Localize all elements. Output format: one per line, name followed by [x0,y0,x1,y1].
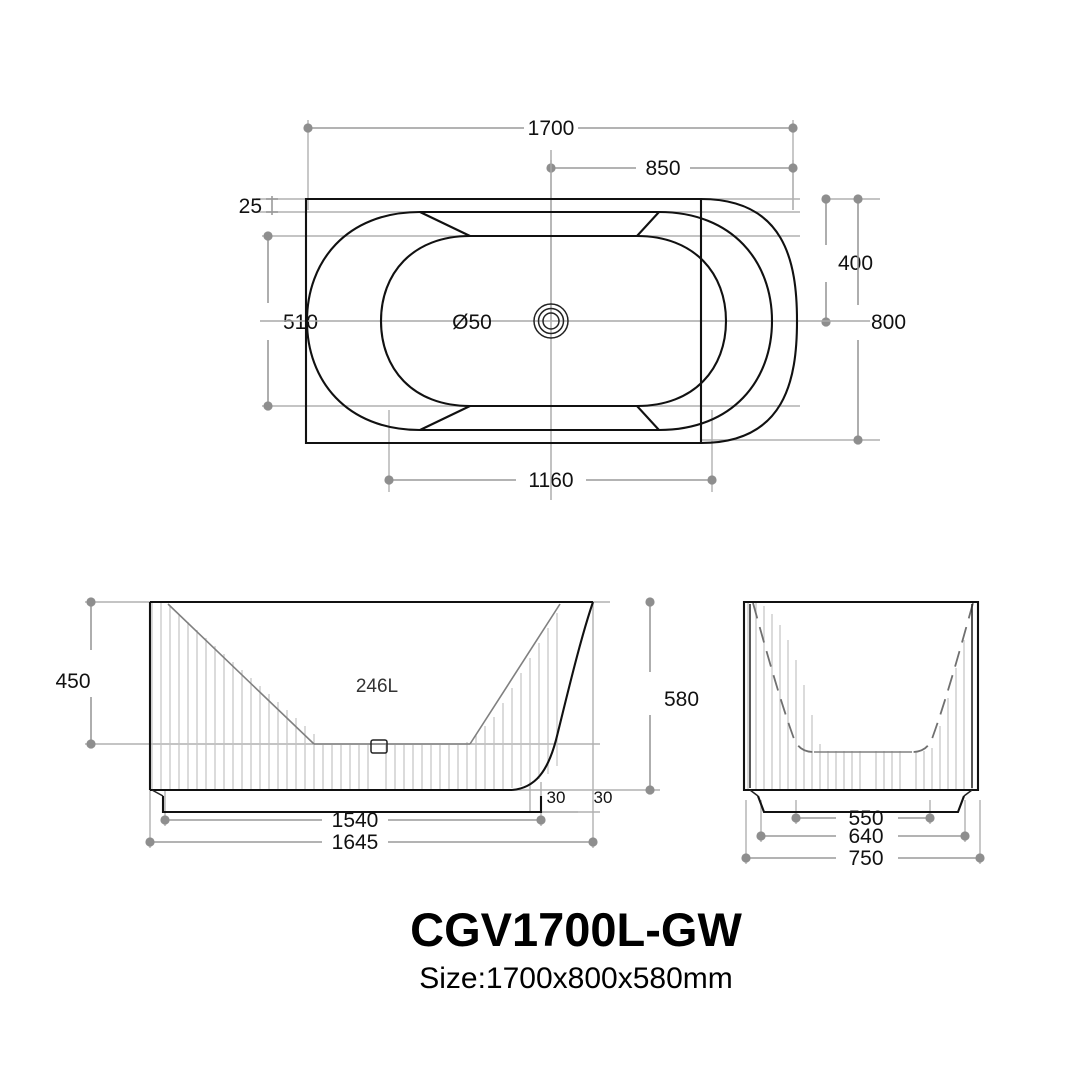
page-subtitle: Size:1700x800x580mm [419,962,733,995]
front-elevation-group: 450 580 1540 [55,597,699,854]
front-interior-profile-right [469,603,561,745]
dim-base-length: 1540 [160,809,546,832]
page-title: CGV1700L-GW [410,903,742,956]
side-interior-profile-left [752,602,815,753]
dim-label-1700: 1700 [528,117,575,140]
side-interior-profile-right [911,602,974,753]
dim-base-outer: 640 [756,825,970,848]
front-right-wall-curve [511,601,594,792]
front-plinth [161,796,543,814]
dim-inner-width: 510 [263,231,318,411]
side-plinth-right-bevel [963,789,973,797]
dim-side-overall-width: 750 [741,847,985,870]
dim-label-510: 510 [283,311,318,334]
front-interior-profile [167,603,315,745]
dim-overall-length: 1700 [303,117,798,140]
side-elevation-group: 550 640 750 [741,600,985,870]
dim-overall-base: 1645 [145,831,598,854]
side-plinth-left-bevel [749,789,759,797]
dim-base-inner: 550 [791,807,935,830]
capacity-label: 246L [356,676,398,697]
side-plinth [757,795,965,814]
dim-half-length: 850 [546,157,798,180]
dim-overall-width: 800 [853,194,906,445]
dim-rim-thickness: 25 [239,195,278,218]
front-plinth-left-bevel [151,789,164,797]
dim-label-450: 450 [55,670,90,693]
side-fluted-texture [747,602,973,789]
dim-inner-depth: 450 [55,597,96,749]
dim-label-800: 800 [871,311,906,334]
front-fluted-texture [151,603,558,789]
drain-icon [533,303,569,339]
dim-label-850: 850 [645,157,680,180]
top-view-corner-facets [419,211,660,431]
front-waste-detail [370,739,388,754]
top-view-rounded-right-outer [700,197,799,445]
dim-label-1645: 1645 [332,831,379,854]
dim-label-30-right: 30 [594,788,613,807]
dim-label-750: 750 [848,847,883,870]
dim-label-640: 640 [848,825,883,848]
dim-label-drain-diameter: Ø50 [452,311,492,334]
top-view-group: 1700 850 25 [239,117,906,500]
dim-label-1540: 1540 [332,809,379,832]
dim-label-30-left: 30 [547,788,566,807]
top-view-extension-lines [256,120,880,492]
title-block: CGV1700L-GW Size:1700x800x580mm [410,903,742,995]
dim-drain-offset: 400 [821,194,873,327]
dim-overall-height: 580 [645,597,699,795]
side-outer-outline [742,600,980,792]
dim-label-400: 400 [838,252,873,275]
dim-label-580: 580 [664,688,699,711]
dim-label-550: 550 [848,807,883,830]
dim-label-25: 25 [239,195,262,218]
